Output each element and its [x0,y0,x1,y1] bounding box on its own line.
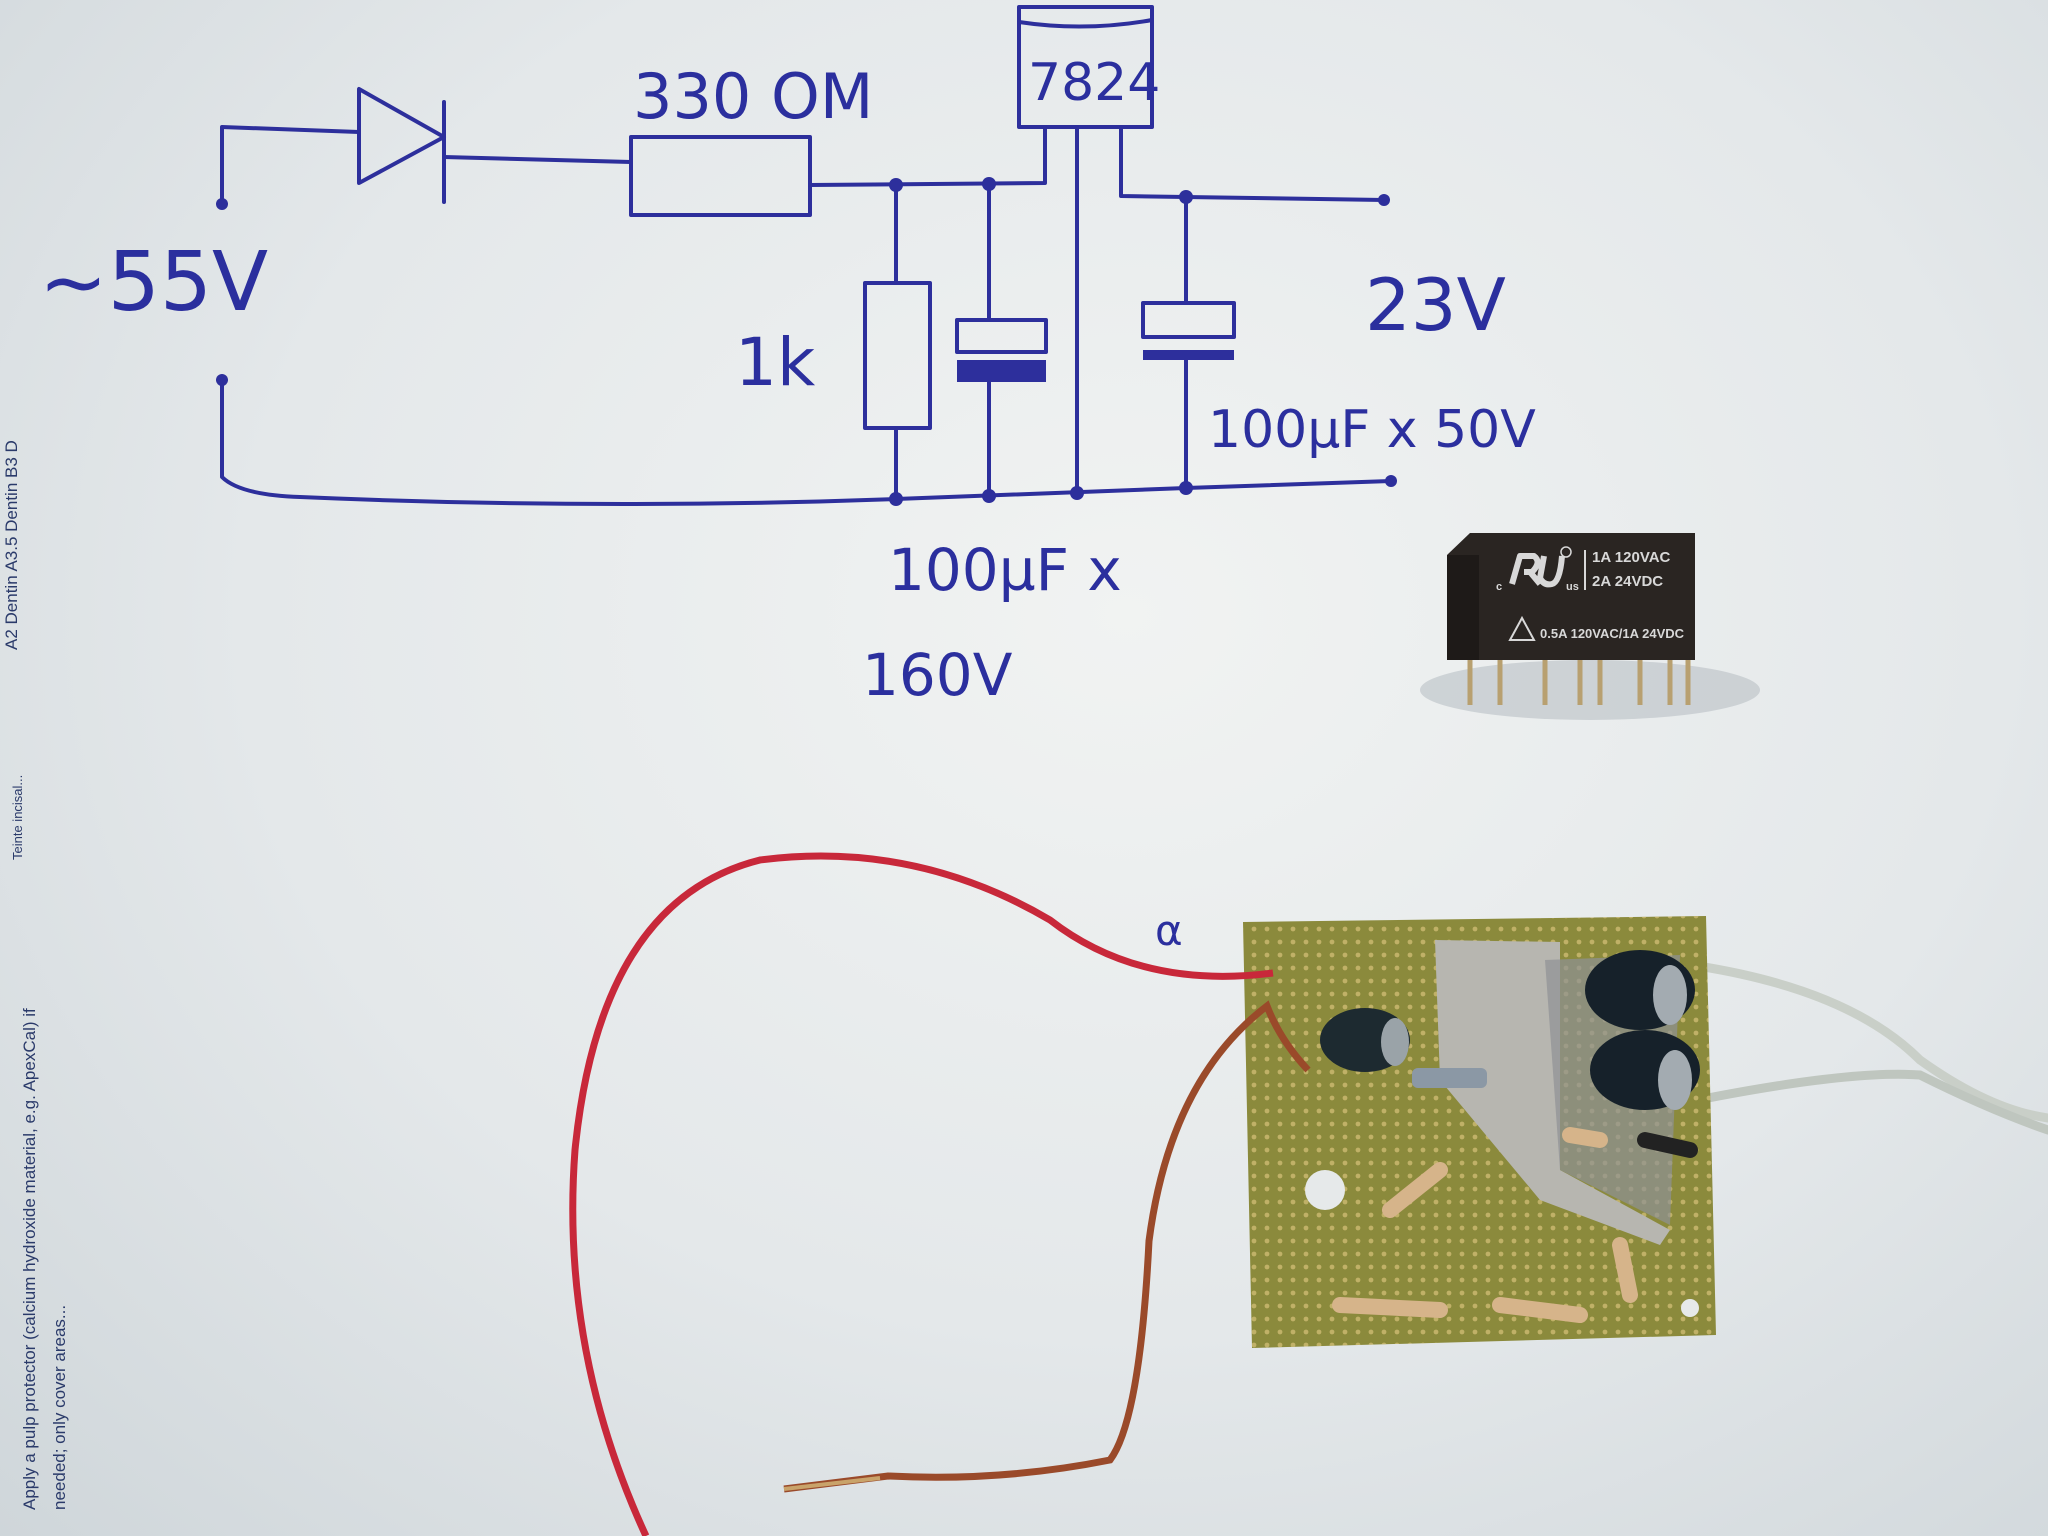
relay-rating-2: 2A 24VDC [1592,573,1663,590]
regulator-tab-line [1017,18,1154,29]
mounting-hole [1305,1170,1345,1210]
output-terminal-plus [1378,194,1390,206]
electrolytic-capacitors [1320,950,1700,1110]
input-terminal-top [216,198,228,210]
side-print-line4: Teinte incisal... [10,774,25,860]
side-print-line1: Apply a pulp protector (calcium hydroxid… [20,1008,39,1510]
output-voltage-label: 23V [1365,263,1506,347]
regulator-7824 [1017,5,1154,129]
series-resistor [629,135,812,217]
junction-dots [889,177,1193,506]
regulator-legs [1075,125,1386,496]
diode-symbol [357,87,446,204]
ground-wire [220,380,1393,507]
regulator-label: 7824 [1028,53,1160,113]
cert-c: c [1496,581,1502,593]
load-resistor-label: 1k [735,324,816,401]
input-cap-plate-plus [955,318,1048,354]
output-cap-label: 100µF x 50V [1208,400,1536,460]
pcb-mark: α [1155,906,1183,955]
output-cap-plate-minus [1143,350,1234,360]
side-print-line2: needed; only cover areas... [50,1304,69,1510]
tuv-triangle-icon [1508,615,1536,641]
input-voltage-label: ~55V [39,235,268,330]
output-terminal-minus [1385,475,1397,487]
input-terminal-bottom [216,374,228,386]
bare-wire-tip [783,1476,881,1491]
screw [1412,1068,1487,1088]
ul-logo [1509,553,1565,588]
registered-mark-icon [1560,546,1572,558]
heatsink [1435,940,1670,1245]
output-cap-plate-plus [1141,301,1236,339]
relay-rating-3: 0.5A 120VAC/1A 24VDC [1540,626,1685,641]
pcb-board [1243,916,1716,1348]
side-print-line3: A2 Dentin A3.5 Dentin B3 D [2,440,21,650]
resistors [1332,1127,1698,1323]
cert-us: us [1566,581,1579,593]
input-cap-label-line1: 100µF x [888,536,1122,604]
relay-rating-1: 1A 120VAC [1592,549,1671,566]
input-cap-label-line2: 160V [862,641,1013,709]
input-cap-plate-minus [957,360,1046,382]
relay: c us 1A 120VAC 2A 24VDC 0.5A 120VAC/1A 2… [1420,533,1760,720]
load-resistor-1k [863,281,932,430]
gray-wires [1693,961,2048,1135]
brown-wire [783,1000,1311,1493]
relay-pins [1467,655,1691,705]
resistor-label: 330 OM [633,60,873,133]
rail-wire [808,125,1047,187]
red-wire [569,852,1274,1536]
schematic-drawing: 330 OM 7824 ~55V 1k 23V 100µF x 50V 100µ… [39,5,1536,955]
input-wire-top [220,125,633,204]
